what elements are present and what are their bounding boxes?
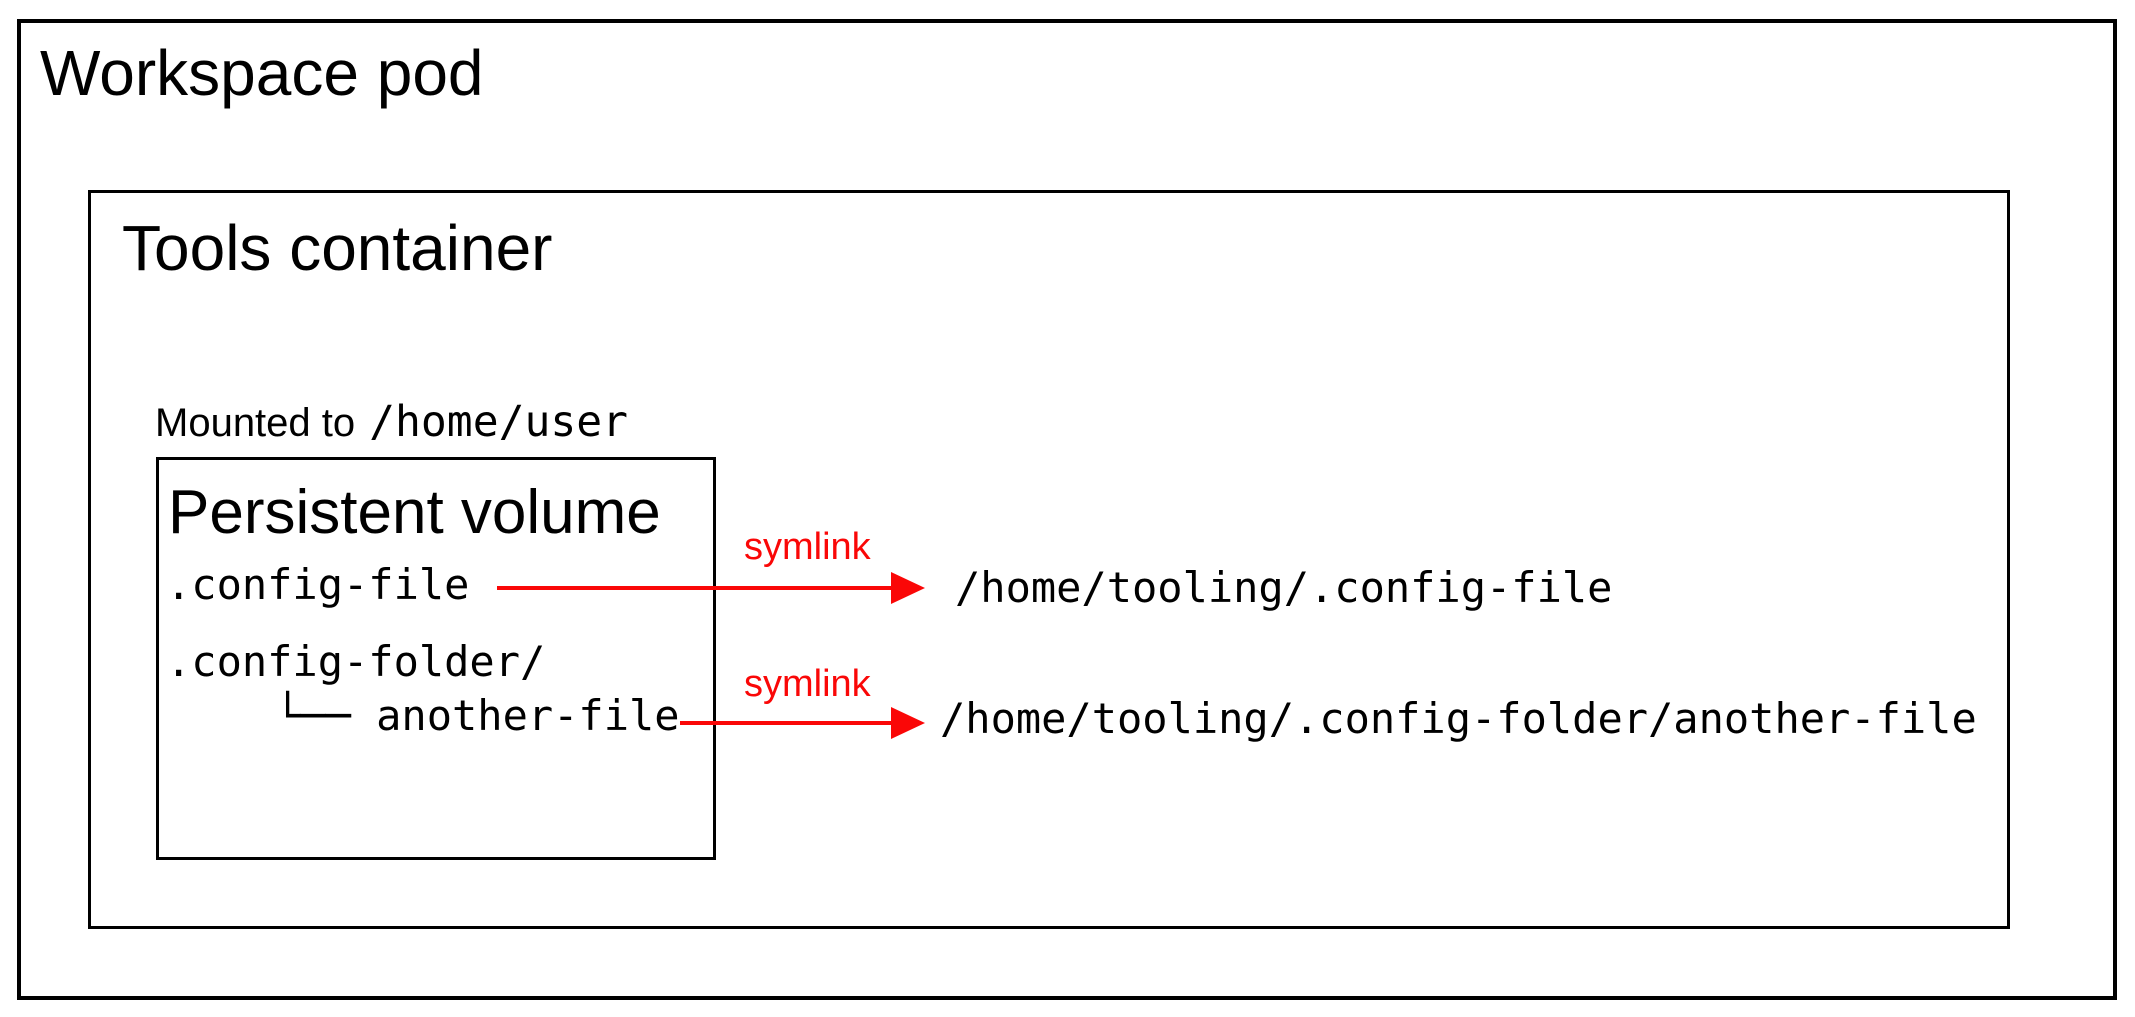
workspace-pod-title: Workspace pod bbox=[40, 37, 484, 109]
mount-path: /home/user bbox=[369, 397, 629, 447]
symlink-label-2: symlink bbox=[744, 663, 871, 705]
volume-entry-config-file: .config-file bbox=[166, 560, 470, 609]
symlink-target-path-2: /home/tooling/.config-folder/another-fil… bbox=[940, 694, 1977, 743]
tools-container-box bbox=[88, 190, 2010, 929]
symlink-label-1: symlink bbox=[744, 526, 871, 568]
persistent-volume-title: Persistent volume bbox=[168, 478, 661, 547]
workspace-pod-box bbox=[17, 19, 2117, 1000]
mount-caption: Mounted to /home/user bbox=[155, 401, 628, 444]
symlink-target-path-1: /home/tooling/.config-file bbox=[955, 563, 1613, 612]
persistent-volume-box bbox=[156, 457, 716, 860]
volume-entry-config-folder: .config-folder/ bbox=[166, 637, 546, 686]
tools-container-title: Tools container bbox=[122, 212, 553, 284]
mount-caption-prefix: Mounted to bbox=[155, 401, 356, 445]
volume-entry-another-file: └── another-file bbox=[275, 691, 680, 740]
